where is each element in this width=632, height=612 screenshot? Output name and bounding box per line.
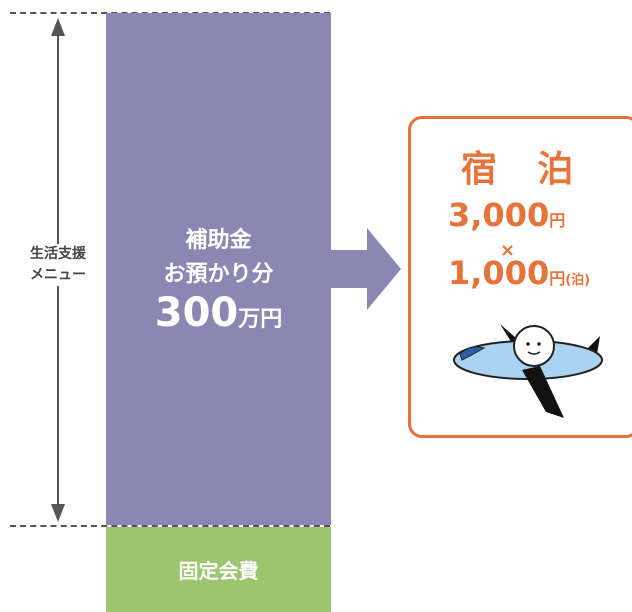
subsidy-block <box>106 13 331 525</box>
stay-card <box>408 116 632 438</box>
range-label: 生活支援 メニュー <box>18 244 98 286</box>
subsidy-amount-unit: 万円 <box>238 307 283 332</box>
bottom-dashed-line <box>10 525 330 527</box>
fixed-fee-block: 固定会費 <box>106 527 331 612</box>
range-label-line1: 生活支援 <box>30 246 86 262</box>
stay-nights-suffix: (泊) <box>565 273 591 288</box>
stay-price: 3,000円 <box>448 196 565 234</box>
airplane-mascot-icon <box>453 324 603 418</box>
stay-nights: 1,000円(泊) <box>448 254 590 292</box>
range-label-line2: メニュー <box>30 267 86 283</box>
subsidy-amount-value: 300 <box>154 290 239 336</box>
stay-price-unit: 円 <box>549 211 566 230</box>
stay-title-text: 宿 泊 <box>460 149 588 190</box>
fixed-fee-label: 固定会費 <box>178 559 259 583</box>
subsidy-line1: 補助金 <box>185 228 252 253</box>
subsidy-line2: お預かり分 <box>163 262 274 287</box>
subsidy-amount: 300万円 <box>106 290 331 336</box>
stay-price-value: 3,000 <box>448 196 550 234</box>
stay-nights-value: 1,000 <box>448 254 550 292</box>
stay-title: 宿 泊 <box>408 140 632 192</box>
stay-times: × <box>500 240 516 261</box>
stay-nights-unit: 円 <box>549 269 566 288</box>
right-arrow-icon <box>331 228 401 310</box>
